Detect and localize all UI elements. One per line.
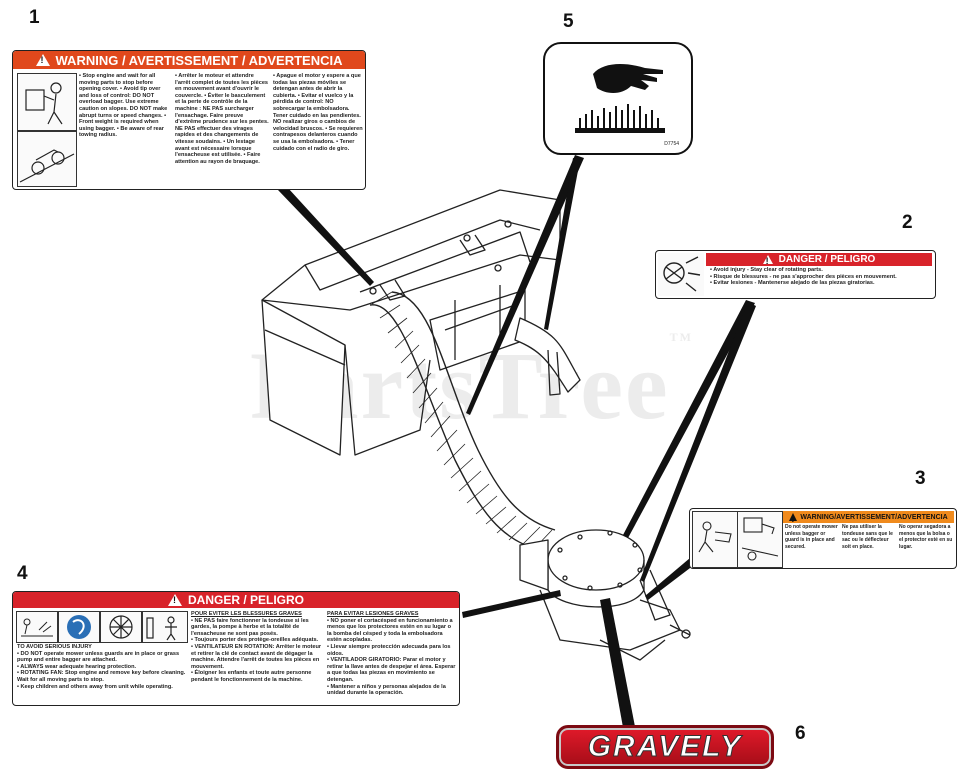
leader-lines	[278, 155, 756, 744]
callout-number-4: 4	[17, 563, 28, 584]
warning-decal-header: WARNING / AVERTISSEMENT / ADVERTENCIA	[13, 51, 365, 69]
danger-4-spanish-line: • NO poner el cortacésped en funcionamie…	[327, 617, 453, 644]
danger-line-spanish: • Evitar lesiones - Mantenerse alejado d…	[710, 280, 875, 287]
guard-required-pictogram-icon	[692, 511, 738, 568]
danger-4-french-line: • VENTILATEUR EN ROTATION: Arrêter le mo…	[191, 643, 322, 670]
danger-4-french-line: • NE PAS faire fonctionner la tondeuse s…	[191, 617, 309, 637]
warning-text-english: • Stop engine and wait for all moving pa…	[79, 73, 168, 139]
danger-4-english-line: • DO NOT operate mower unless guards are…	[17, 650, 180, 664]
warning-triangle-icon	[789, 513, 798, 524]
warning-decal-3: WARNING/AVERTISSEMENT/ADVERTENCIA Do not…	[689, 508, 957, 569]
danger-4-french-line: • Toujours porter des protège-oreilles a…	[191, 637, 319, 644]
danger-4-spanish-line: • VENTILADOR GIRATORIO: Parar el motor y…	[327, 657, 456, 683]
rotating-fan-pictogram-icon	[100, 611, 142, 643]
danger-4-spanish-line: • Mantener a niños y personas alejados d…	[327, 683, 446, 697]
danger-4-french-line: • Éloigner les enfants et toute autre pe…	[191, 670, 312, 683]
thrown-objects-pictogram-icon	[16, 611, 58, 643]
danger-4-english-line: • Keep children and others away from uni…	[17, 683, 173, 690]
danger-line-french: • Risque de blessures - ne pas s'approch…	[710, 273, 897, 280]
warning-text-french: • Arrêter le moteur et attendre l'arrêt …	[175, 73, 269, 165]
keep-bystanders-away-pictogram-icon	[142, 611, 188, 643]
warning-3-text-english: Do not operate mower unless bagger or gu…	[785, 524, 838, 550]
danger-4-spanish-title: PARA EVITAR LESIONES GRAVES	[327, 611, 419, 617]
danger-decal-header: DANGER / PELIGRO	[706, 253, 932, 266]
danger-4-text-spanish: PARA EVITAR LESIONES GRAVES • NO poner e…	[327, 611, 457, 704]
danger-4-english-line: • ROTATING FAN: Stop engine and remove k…	[17, 670, 186, 683]
danger-decal-4: DANGER / PELIGRO TO AVOID SERIOUS INJURY…	[12, 591, 460, 706]
hand-hazard-decal-5: D7754	[543, 42, 693, 155]
danger-line-english: • Avoid injury - Stay clear of rotating …	[710, 267, 823, 273]
gravely-logo-decal: GRAVELY	[556, 725, 774, 769]
decal-part-code: D7754	[664, 141, 679, 148]
hearing-protection-pictogram-icon	[58, 611, 100, 643]
warning-triangle-icon	[35, 54, 50, 66]
danger-4-text-english: TO AVOID SERIOUS INJURY • DO NOT operate…	[17, 644, 187, 704]
hitch-bracket	[514, 317, 581, 396]
bagger-hopper	[261, 189, 561, 456]
tractor-on-slope-pictogram-icon	[17, 131, 77, 187]
warning-decal-1: WARNING / AVERTISSEMENT / ADVERTENCIA • …	[12, 50, 366, 190]
danger-decal-2: DANGER / PELIGRO • Avoid injury - Stay c…	[655, 250, 936, 299]
danger-4-spanish-line: • Llevar siempre protección adecuada par…	[327, 643, 451, 657]
callout-number-2: 2	[902, 212, 913, 233]
bagger-attached-pictogram-icon	[737, 511, 783, 568]
hand-near-grass-pictogram-icon	[575, 64, 665, 133]
callout-number-1: 1	[29, 7, 40, 28]
danger-4-english-title: TO AVOID SERIOUS INJURY	[17, 644, 92, 650]
callout-number-3: 3	[915, 468, 926, 489]
danger-4-french-title: POUR ÉVITER LES BLESSURES GRAVES	[191, 611, 302, 617]
danger-decal-4-header: DANGER / PELIGRO	[13, 592, 459, 608]
warning-3-text-spanish: No operar segadora a menos que la bolsa …	[899, 524, 953, 550]
callout-number-5: 5	[563, 11, 574, 32]
warning-decal-3-header: WARNING/AVERTISSEMENT/ADVERTENCIA	[783, 511, 954, 524]
danger-4-text-french: POUR ÉVITER LES BLESSURES GRAVES • NE PA…	[191, 611, 323, 704]
warning-text-spanish: • Apague el motor y espere a que todas l…	[273, 73, 363, 152]
gravely-logo-text: GRAVELY	[587, 730, 743, 764]
blower-hose	[369, 291, 556, 551]
operator-open-cover-pictogram-icon	[17, 73, 77, 131]
rotating-parts-pictogram-icon	[658, 253, 704, 296]
blower-housing	[519, 529, 691, 661]
warning-triangle-icon	[762, 255, 773, 266]
danger-text: • Avoid injury - Stay clear of rotating …	[710, 267, 932, 297]
warning-triangle-icon	[167, 594, 182, 606]
warning-3-text-french: Ne pas utiliser la tondeuse sans que le …	[842, 524, 893, 550]
danger-4-english-line: • ALWAYS wear adequate hearing protectio…	[17, 663, 137, 670]
callout-number-6: 6	[795, 723, 806, 744]
